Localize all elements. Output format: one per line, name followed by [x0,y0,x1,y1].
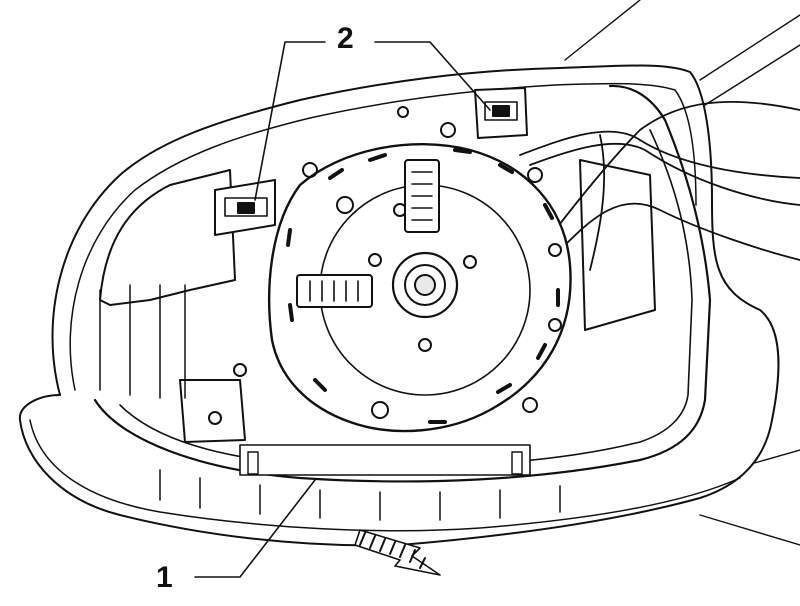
motor-housing [99,87,656,443]
callout-label-2: 2 [337,22,354,55]
hatched-arrow-icon [354,529,441,576]
callout-2-leader [254,41,491,201]
wiring-harness [519,100,800,271]
callout-leaders [194,41,491,578]
callout-label-1: 1 [156,561,173,594]
adjustment-disc [268,106,572,433]
mirror-frame [93,84,712,521]
callout-1-leader [194,479,316,578]
